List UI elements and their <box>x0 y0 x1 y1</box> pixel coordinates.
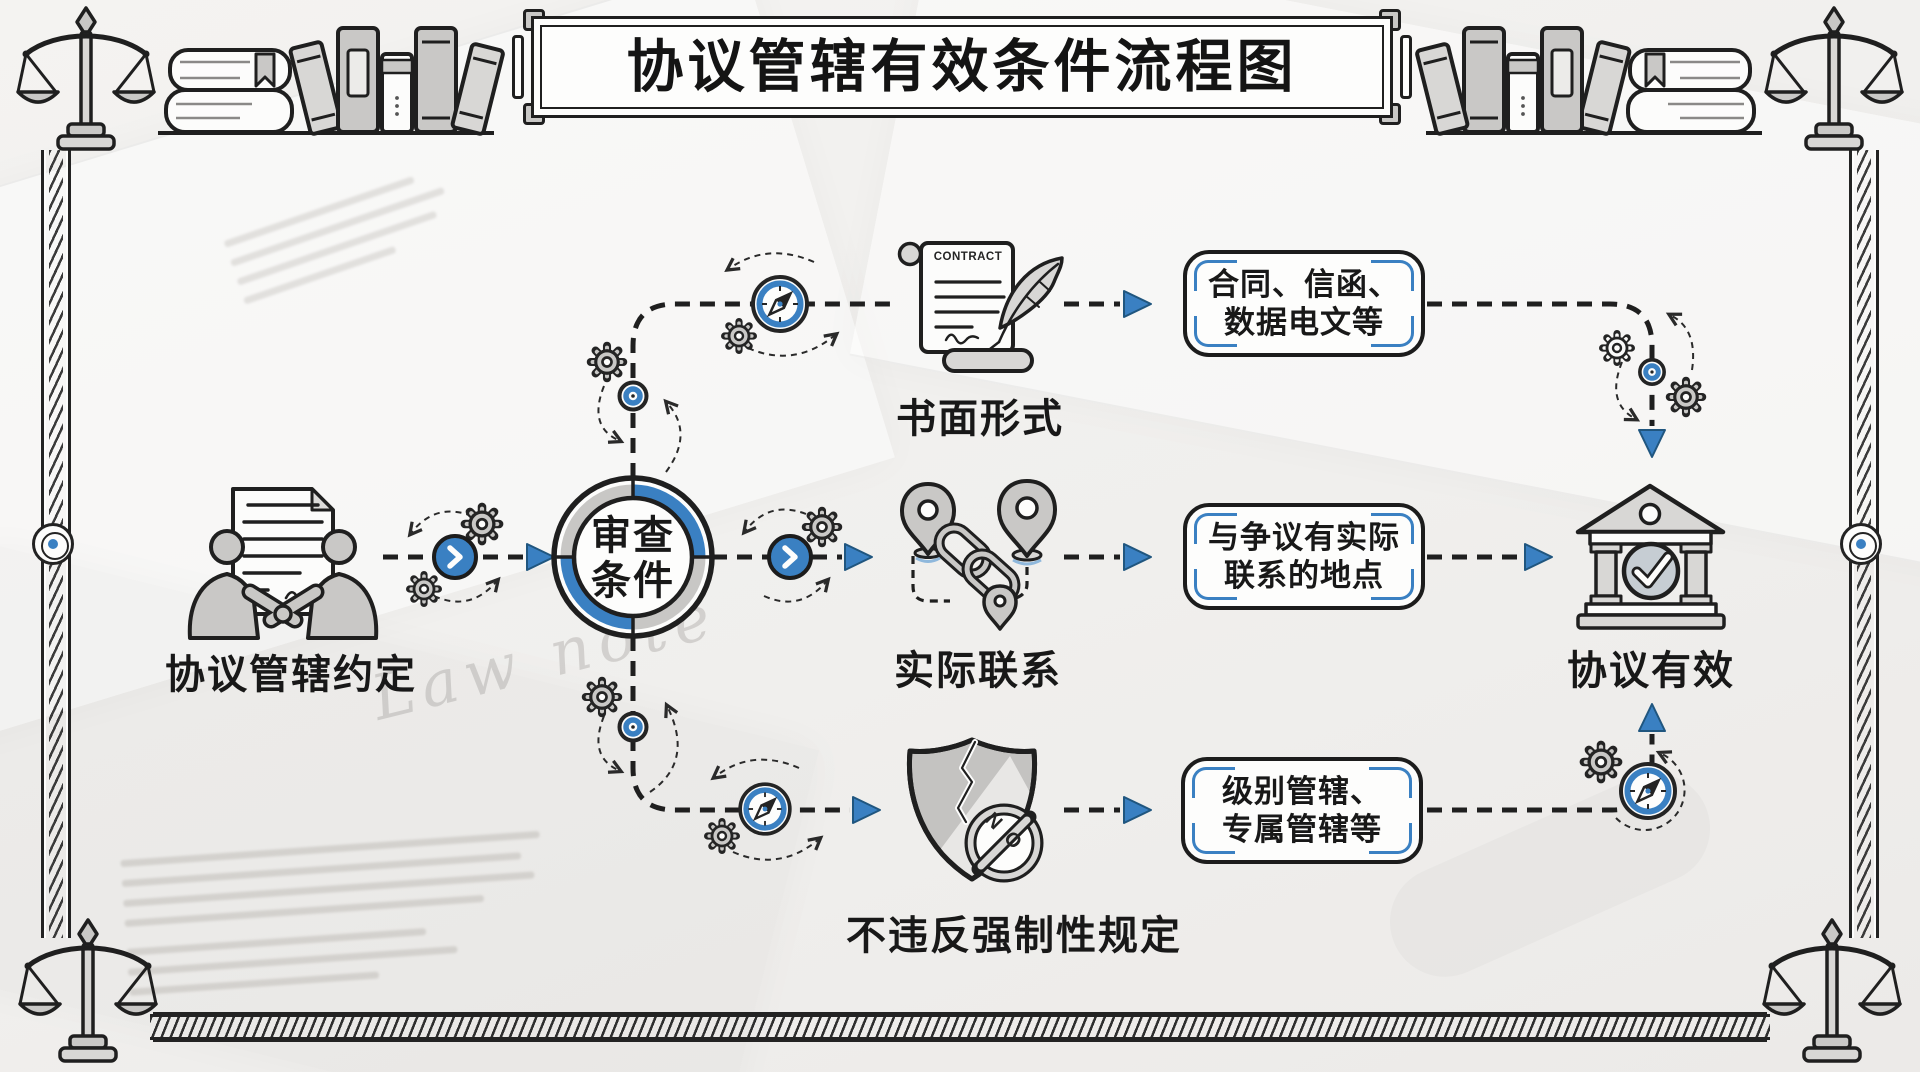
handshake-contract-icon <box>187 487 379 640</box>
gear-icon <box>1670 381 1702 413</box>
corner-bracket <box>1369 823 1412 854</box>
map-pins-chain-icon <box>900 479 1057 631</box>
law-books-icon-right <box>1414 26 1764 137</box>
corner-bracket <box>1194 316 1237 347</box>
corner-bracket <box>1371 569 1414 600</box>
arrowhead <box>1123 290 1152 318</box>
scales-of-justice-icon-top-left <box>18 8 154 149</box>
gear-icon <box>1603 334 1632 363</box>
banner-side-bracket <box>1400 35 1412 99</box>
scales-of-justice-icon-top-right <box>1766 8 1902 149</box>
bottom-ornamental-border <box>150 1014 1770 1040</box>
node-dot-icon <box>620 383 647 410</box>
corner-bracket <box>1371 260 1414 291</box>
decorative-dashed-arrows <box>407 252 1695 861</box>
compass-icon <box>753 277 807 331</box>
broken-shield-no-icon <box>906 737 1044 883</box>
written-form-label: 书面形式 <box>896 397 1064 441</box>
node-dot-icon <box>1640 360 1664 384</box>
scales-of-justice-icon-bottom-right <box>1764 920 1900 1061</box>
scales-of-justice-icon-bottom-left <box>20 920 156 1061</box>
chevron-node-icon <box>769 536 811 578</box>
arrowhead <box>1524 543 1553 571</box>
compass-icon <box>1621 764 1675 818</box>
courthouse-check-icon <box>1575 483 1726 630</box>
page-title: 协议管辖有效条件流程图 <box>626 35 1298 99</box>
review-conditions-circle <box>551 475 715 639</box>
node-dot-icon <box>620 714 647 741</box>
arrowhead <box>1638 703 1666 732</box>
law-books-icon-left <box>156 26 506 137</box>
arrowhead <box>844 543 873 571</box>
corner-bracket <box>1192 823 1235 854</box>
end-node-label: 协议有效 <box>1567 649 1735 693</box>
left-border-medallion <box>32 523 74 565</box>
contract-scroll-quill-icon <box>897 241 1064 373</box>
arrowhead <box>1123 543 1152 571</box>
corner-bracket <box>1369 767 1412 798</box>
corner-bracket <box>1194 260 1237 291</box>
corner-bracket <box>1194 513 1237 544</box>
mandatory-rules-label: 不违反强制性规定 <box>846 914 1182 958</box>
corner-bracket <box>1371 316 1414 347</box>
title-banner: 协议管辖有效条件流程图 <box>512 9 1412 125</box>
gear-icon <box>725 322 754 351</box>
compass-icon <box>740 784 790 834</box>
banner-side-bracket <box>512 35 524 99</box>
result-box-actual-connection: 与争议有实际 联系的地点 <box>1183 503 1425 610</box>
actual-connection-label: 实际联系 <box>894 649 1062 693</box>
right-border-medallion <box>1840 523 1882 565</box>
review-node-label: 审查 条件 <box>591 514 675 603</box>
gear-icon <box>806 511 838 543</box>
contract-heading-text: CONTRACT <box>933 251 1003 263</box>
gear-icon <box>591 346 623 378</box>
arrowhead <box>852 796 881 824</box>
arrowhead <box>526 543 555 571</box>
gear-icon <box>1584 745 1618 779</box>
corner-bracket <box>1371 513 1414 544</box>
gear-icon <box>708 822 737 851</box>
gear-icon <box>410 575 439 604</box>
start-node-label: 协议管辖约定 <box>165 653 417 697</box>
arrowhead <box>1123 796 1152 824</box>
chevron-node-icon <box>434 536 476 578</box>
gear-icon <box>465 507 499 541</box>
result-box-mandatory-rules: 级别管辖、 专属管辖等 <box>1181 757 1423 864</box>
result-box-written-form: 合同、信函、 数据电文等 <box>1183 250 1425 357</box>
corner-bracket <box>1194 569 1237 600</box>
arrowhead <box>1638 429 1666 458</box>
corner-bracket <box>1192 767 1235 798</box>
gear-icon <box>586 681 618 713</box>
